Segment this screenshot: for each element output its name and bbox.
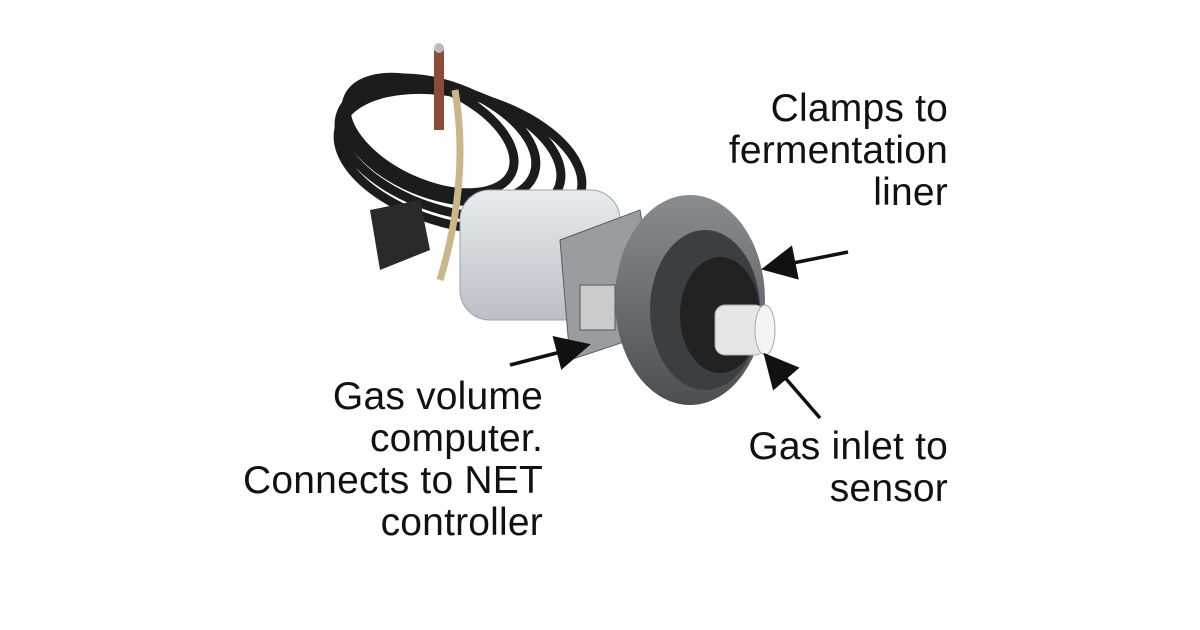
rope <box>436 89 464 282</box>
clamp-bracket <box>370 200 430 270</box>
annotation-line: Gas volume <box>332 375 543 418</box>
annotation-line: fermentation <box>728 129 948 172</box>
jack-plug <box>434 50 444 130</box>
annotation-line: liner <box>873 171 948 214</box>
annotation-line: Connects to NET <box>243 459 543 502</box>
arrow-inlet <box>763 352 822 420</box>
annotation-line: Gas inlet to <box>748 425 948 468</box>
inlet-annotation: Gas inlet to sensor <box>748 426 948 510</box>
annotation-line: computer. <box>369 417 543 460</box>
clamp-annotation: Clamps to fermentation liner <box>729 88 948 214</box>
arrow-computer <box>509 336 591 370</box>
annotation-line: Clamps to <box>770 87 948 130</box>
computer-annotation: Gas volume computer. Connects to NET con… <box>243 376 543 544</box>
annotation-line: controller <box>380 501 543 544</box>
arrow-clamp <box>761 245 849 280</box>
annotation-line: sensor <box>829 467 948 510</box>
